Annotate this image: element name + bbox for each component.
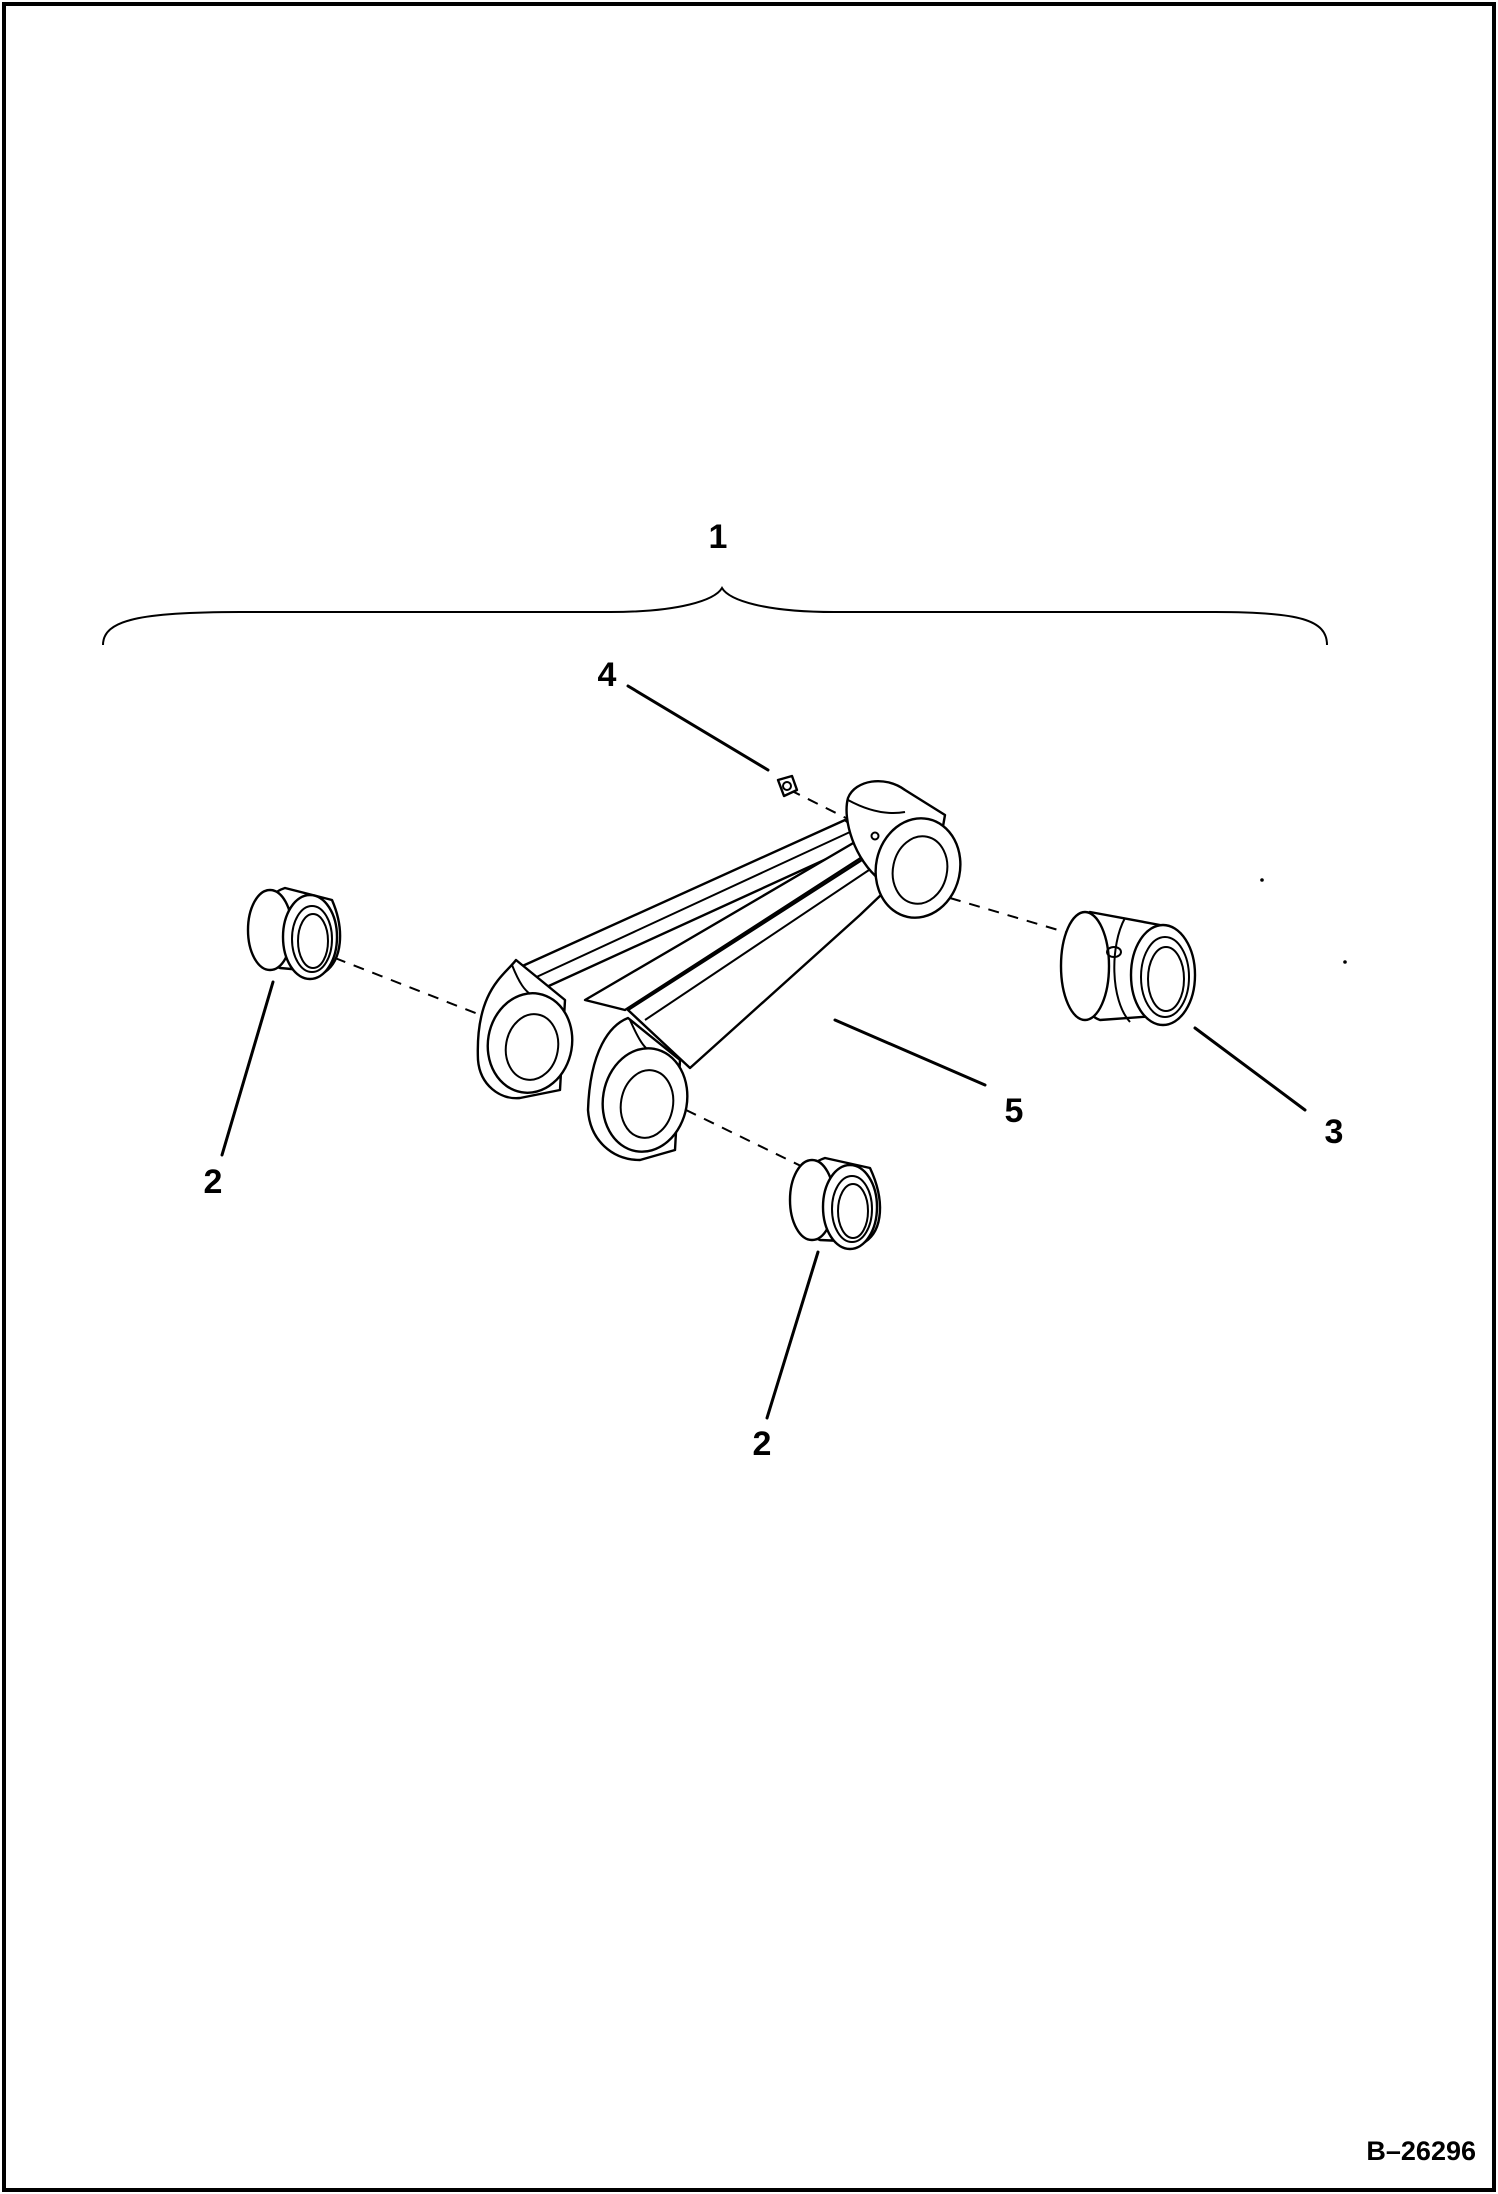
callout-3-bushing: 3	[1325, 1113, 1344, 1151]
leader-line-2-bottom	[765, 1250, 820, 1420]
alignment-line-right-bushing	[949, 897, 1076, 936]
callout-4-fitting: 4	[598, 656, 617, 694]
alignment-line-left-bushing	[334, 957, 479, 1015]
bushing-left	[246, 886, 342, 981]
grease-fitting	[776, 774, 799, 798]
link-middle-boss	[586, 1016, 689, 1162]
leader-line-3	[1193, 1026, 1307, 1112]
leader-line-5	[833, 1018, 987, 1087]
leader-line-2-left	[220, 980, 275, 1157]
alignment-line-bottom-bushing	[685, 1109, 806, 1169]
speck	[1343, 960, 1347, 964]
figure-reference: B–26296	[1366, 2136, 1476, 2166]
speck	[1260, 878, 1264, 882]
callout-2-bushing-bottom: 2	[753, 1425, 772, 1463]
callout-2-bushing-left: 2	[204, 1163, 223, 1201]
callout-1-assembly: 1	[709, 518, 728, 556]
bushing-bottom	[788, 1156, 882, 1251]
link-left-boss	[476, 958, 574, 1100]
bushing-right	[1059, 910, 1197, 1027]
leader-line-4	[626, 684, 770, 772]
callout-5-link: 5	[1005, 1092, 1024, 1130]
link-top-boss	[845, 780, 962, 919]
link-arm	[516, 818, 907, 1070]
assembly-brace	[102, 586, 1328, 646]
